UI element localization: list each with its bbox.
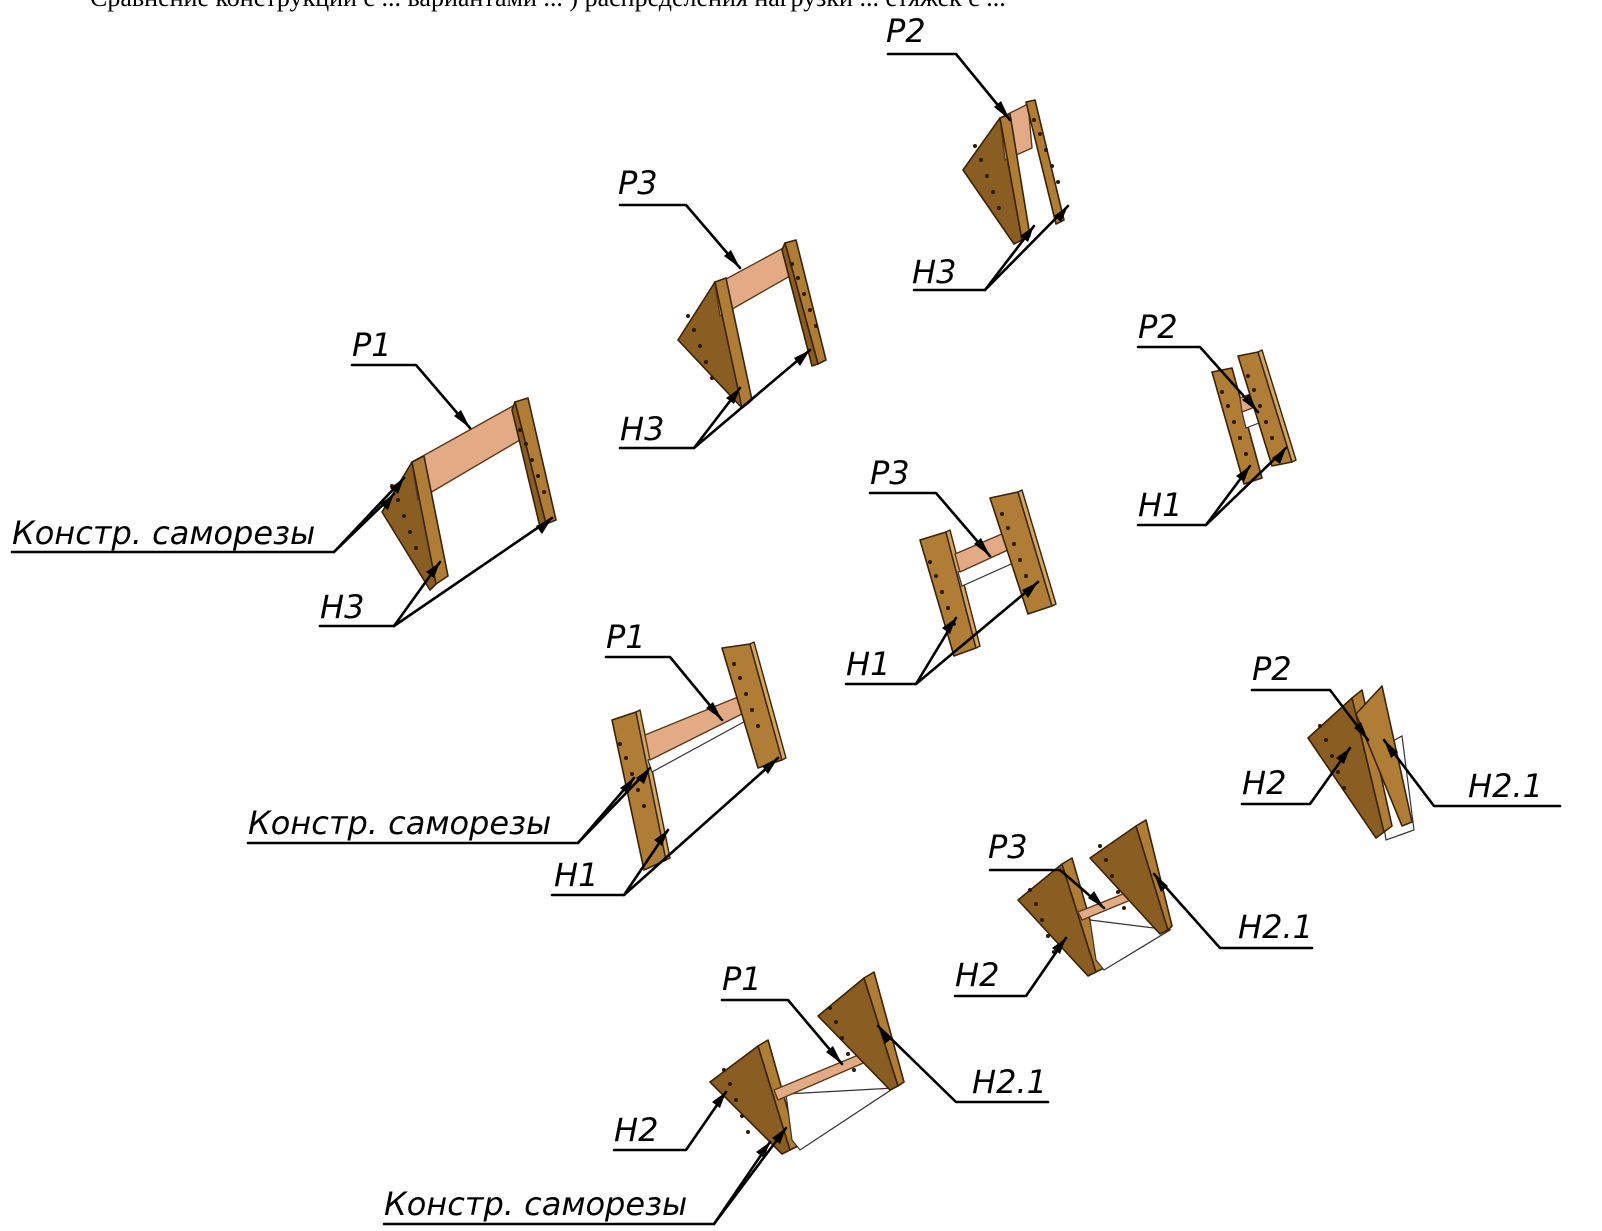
label-p3-lower: P3 <box>988 828 1028 866</box>
label-h1-center: H1 <box>846 645 890 683</box>
callout-p3-lower <box>988 868 1106 910</box>
label-h21-bottom: H2.1 <box>972 1063 1047 1101</box>
assembly-p1-h1 <box>611 641 787 871</box>
label-h3-big: H3 <box>320 588 364 626</box>
label-h1-lower: H1 <box>554 856 598 894</box>
callout-p1-big <box>350 363 472 430</box>
callout-h21-lower <box>1152 872 1314 950</box>
label-p1-bottom: P1 <box>722 960 762 998</box>
label-h2-bottom: H2 <box>614 1111 658 1149</box>
label-h3-top: H3 <box>912 253 956 291</box>
label-p2-right: P2 <box>1138 308 1178 346</box>
label-p3-center: P3 <box>870 454 910 492</box>
callout-h3-mid <box>618 348 812 450</box>
callout-h1-center <box>844 580 1040 686</box>
callout-h1-right <box>1136 446 1288 527</box>
callout-p3-center <box>868 491 992 558</box>
callout-screws-lower <box>246 766 652 845</box>
assembly-p3-h3 <box>677 239 827 409</box>
label-h2-lowerright: H2 <box>1242 764 1286 802</box>
label-h21-lowerright: H2.1 <box>1468 767 1543 805</box>
callout-h2-lowerright <box>1240 746 1352 806</box>
assembly-p3-h1 <box>919 489 1057 657</box>
label-h21-lower: H2.1 <box>1238 908 1313 946</box>
label-h3-mid: H3 <box>620 410 664 448</box>
label-p3-mid: P3 <box>618 164 658 202</box>
label-p1-big: P1 <box>352 326 392 364</box>
callout-h1-lower <box>550 756 780 897</box>
label-p1-lower: P1 <box>606 618 646 656</box>
label-h1-right: H1 <box>1138 486 1182 524</box>
callout-h2-bottom <box>612 1090 728 1152</box>
callout-p1-lower <box>604 655 724 722</box>
assembly-p1-h2 <box>709 971 905 1155</box>
label-screws-lower: Констр. саморезы <box>248 804 551 842</box>
callout-h21-lowerright <box>1382 738 1562 808</box>
callout-screws-bottom <box>382 1126 788 1226</box>
callout-p3-mid <box>618 203 742 270</box>
callout-p1-bottom <box>720 998 844 1066</box>
assembly-p2-h3 <box>962 99 1065 245</box>
assembly-p2-h2 <box>1307 685 1415 841</box>
callout-p2-right <box>1136 345 1260 414</box>
label-h2-lower: H2 <box>955 956 999 994</box>
assembly-p2-h1 <box>1211 349 1297 485</box>
label-p2-lowerright: P2 <box>1252 650 1292 688</box>
label-screws-big: Констр. саморезы <box>12 514 315 552</box>
callout-screws-big <box>10 476 406 554</box>
label-p2-top: P2 <box>886 12 926 50</box>
callout-h21-bottom <box>876 1024 1050 1104</box>
label-screws-bottom: Констр. саморезы <box>384 1185 687 1223</box>
cropped-header-text: Сравнение конструкции с ... вариантами .… <box>0 0 1602 20</box>
callout-p2-lowerright <box>1250 688 1370 742</box>
callout-h3-top <box>912 204 1070 292</box>
callout-h3-big <box>318 516 554 628</box>
assembly-p3-h2 <box>1017 819 1173 977</box>
callout-h2-lower <box>953 936 1068 998</box>
assembly-p1-h3 <box>381 397 557 591</box>
callout-p2-top <box>886 52 1012 122</box>
